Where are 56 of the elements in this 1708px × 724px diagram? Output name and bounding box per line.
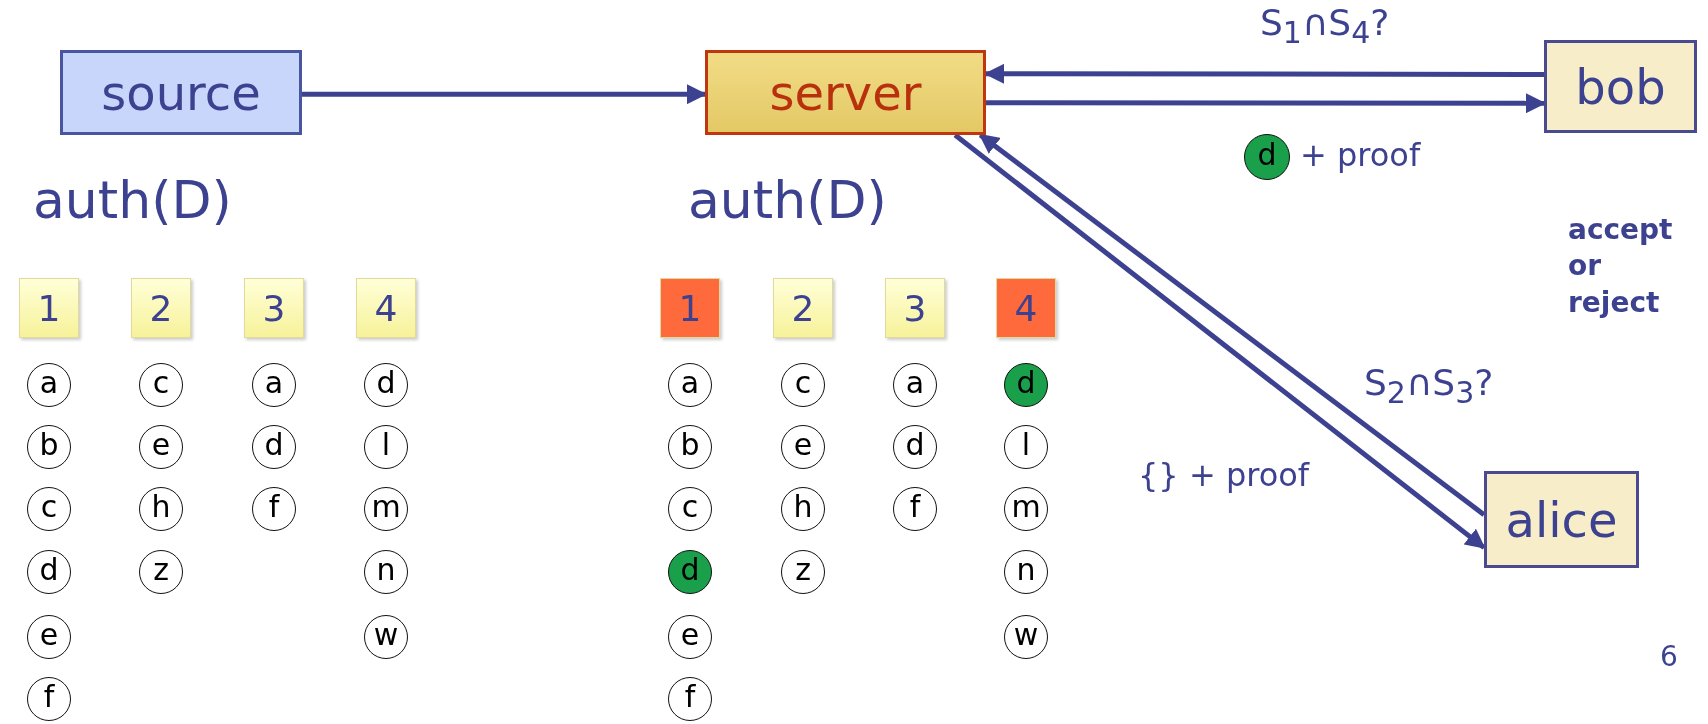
token-circle: f — [668, 677, 712, 721]
token-circle: d — [1004, 363, 1048, 407]
arrow — [984, 63, 1544, 84]
arrow — [986, 93, 1546, 114]
token-circle: d — [1244, 134, 1290, 180]
bob-box: bob — [1544, 40, 1697, 133]
alice-box: alice — [1484, 471, 1639, 568]
column-header: 1 — [660, 278, 720, 338]
token-circle: n — [364, 550, 408, 594]
source-box: source — [60, 50, 302, 135]
token-circle: f — [893, 487, 937, 531]
token-circle: l — [1004, 425, 1048, 469]
token-circle: d — [27, 550, 71, 594]
token-circle: a — [27, 363, 71, 407]
token-circle: e — [27, 615, 71, 659]
token-circle: f — [27, 677, 71, 721]
token-circle: m — [364, 487, 408, 531]
token-circle: b — [668, 425, 712, 469]
token-circle: l — [364, 425, 408, 469]
token-circle: e — [139, 425, 183, 469]
heading-text: auth(D) — [688, 170, 887, 230]
token-circle: f — [252, 487, 296, 531]
token-circle: d — [893, 425, 937, 469]
column-header: 2 — [773, 278, 833, 338]
token-circle: h — [781, 487, 825, 531]
column-header: 4 — [356, 278, 416, 338]
token-circle: w — [364, 615, 408, 659]
token-circle: c — [668, 487, 712, 531]
token-circle: e — [781, 425, 825, 469]
token-circle: a — [668, 363, 712, 407]
token-circle: m — [1004, 487, 1048, 531]
token-circle: w — [1004, 615, 1048, 659]
token-circle: n — [1004, 550, 1048, 594]
token-circle: c — [27, 487, 71, 531]
token-circle: a — [252, 363, 296, 407]
token-circle: d — [252, 425, 296, 469]
column-header: 2 — [131, 278, 191, 338]
token-circle: c — [781, 363, 825, 407]
column-header: 4 — [996, 278, 1056, 338]
token-circle: z — [139, 550, 183, 594]
column-header: 3 — [244, 278, 304, 338]
note-text: accept or reject — [1568, 212, 1674, 321]
token-circle: a — [893, 363, 937, 407]
arrow — [302, 84, 707, 105]
token-circle: c — [139, 363, 183, 407]
heading-text: auth(D) — [33, 170, 232, 230]
column-header: 1 — [19, 278, 79, 338]
page-number: 6 — [1660, 640, 1678, 673]
token-circle: d — [364, 363, 408, 407]
token-circle: b — [27, 425, 71, 469]
column-header: 3 — [885, 278, 945, 338]
token-circle: z — [781, 550, 825, 594]
token-circle: e — [668, 615, 712, 659]
server-box: server — [705, 50, 986, 135]
token-circle: d — [668, 550, 712, 594]
token-circle: h — [139, 487, 183, 531]
